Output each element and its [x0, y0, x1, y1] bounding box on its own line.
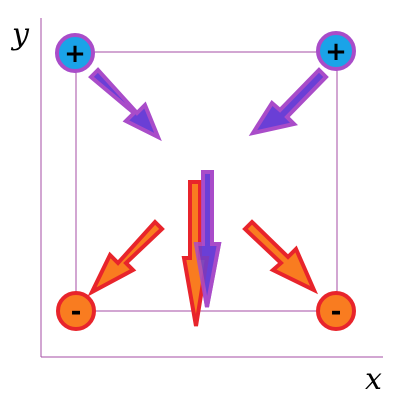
charge-sign-bottom-right: - [331, 297, 342, 327]
charge-bottom-right: - [316, 291, 356, 331]
field-arrow-to-bottom-left [87, 219, 165, 297]
charge-sign-top-right: + [325, 37, 347, 67]
y-axis-label: y [10, 17, 30, 52]
charge-top-left: + [55, 33, 95, 73]
charge-sign-bottom-left: - [71, 297, 82, 327]
field-arrow-from-top-left [88, 67, 162, 142]
charge-square-frame [75, 51, 338, 312]
field-arrow-to-bottom-right [242, 219, 319, 295]
field-arrow-from-top-right [248, 67, 329, 136]
field-arrow-center-positive-overlay [193, 170, 222, 308]
charge-bottom-left: - [56, 291, 96, 331]
field-arrow-center-negative [181, 180, 210, 327]
charge-top-right: + [316, 31, 356, 71]
charge-sign-top-left: + [64, 39, 86, 69]
x-axis-label: x [365, 362, 382, 397]
